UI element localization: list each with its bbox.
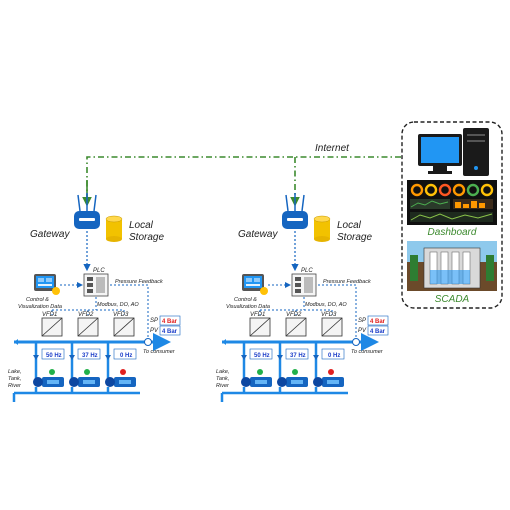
gateway-label: Gateway	[30, 229, 70, 240]
pump-2-status-indicator	[84, 369, 90, 375]
internet-label: Internet	[315, 143, 350, 154]
consumer-label: To consumer	[143, 349, 176, 355]
pump-3-status-indicator	[120, 369, 126, 375]
gateway-icon	[74, 193, 100, 229]
storage-icon	[313, 215, 331, 242]
source-label-line2: Tank,	[8, 376, 21, 382]
scada-label: SCADA	[435, 294, 470, 305]
pump-risers	[242, 342, 318, 382]
plc-icon	[291, 273, 317, 297]
pump-2-status-indicator	[292, 369, 298, 375]
pump-station-1: Gateway Local Storage PLC	[8, 193, 181, 402]
sp-value: 4 Bar	[162, 319, 178, 325]
vfd-3: VFD3	[321, 312, 343, 337]
frequency-boxes	[249, 348, 345, 360]
pressure-feedback-label: Pressure Feedback	[323, 279, 371, 285]
discharge-header	[222, 333, 379, 351]
storage-label-line1: Local	[129, 220, 154, 231]
control-bus	[51, 297, 125, 315]
hmi-label-line1: Control &	[26, 297, 49, 303]
source-label-line3: River	[8, 383, 22, 389]
vfd-2: VFD2	[77, 312, 99, 337]
sp-label: SP	[358, 318, 366, 324]
hmi-label-line2: Visualization Data	[18, 304, 62, 310]
pressure-feedback-label: Pressure Feedback	[115, 279, 163, 285]
pump-2-icon	[69, 377, 100, 387]
dashboard-label: Dashboard	[428, 227, 477, 238]
computer-icon	[418, 128, 489, 176]
hmi-panel-icon	[242, 274, 268, 295]
gateway-icon	[282, 193, 308, 229]
pump-3-icon	[105, 377, 136, 387]
pressure-gauge-icon	[352, 338, 360, 346]
bus-label: Modbus, DO, AO	[97, 302, 139, 308]
pump-3-icon	[313, 377, 344, 387]
suction-header	[220, 387, 348, 402]
vfd-3-label: VFD3	[113, 312, 129, 318]
vfd-2-frequency: 37 Hz	[82, 353, 98, 359]
scada-thumbnail	[407, 241, 497, 291]
vfd-2-label: VFD2	[286, 312, 302, 318]
pump-3-status-indicator	[328, 369, 334, 375]
vfd-2-label: VFD2	[78, 312, 94, 318]
vfd-3-frequency: 0 Hz	[120, 353, 132, 359]
plc-icon	[83, 273, 109, 297]
pv-label: PV	[150, 328, 159, 334]
hmi-label-line1: Control &	[234, 297, 257, 303]
hmi-label-line2: Visualization Data	[226, 304, 270, 310]
plc-label: PLC	[93, 268, 105, 274]
source-label-line1: Lake,	[216, 369, 229, 375]
frequency-boxes	[41, 348, 137, 360]
storage-label-line2: Storage	[337, 232, 372, 243]
vfd-1-frequency: 50 Hz	[46, 353, 62, 359]
check-valves	[33, 355, 111, 360]
pump-1-status-indicator	[257, 369, 263, 375]
control-bus	[259, 297, 333, 315]
pump-risers	[34, 342, 110, 382]
source-label-line1: Lake,	[8, 369, 21, 375]
pv-value: 4 Bar	[370, 329, 386, 335]
storage-icon	[105, 215, 123, 242]
pump-1-icon	[33, 377, 64, 387]
gateway-label: Gateway	[238, 229, 278, 240]
plc-label: PLC	[301, 268, 313, 274]
pv-label: PV	[358, 328, 367, 334]
check-valves	[241, 355, 319, 360]
consumer-label: To consumer	[351, 349, 384, 355]
vfd-3-label: VFD3	[321, 312, 337, 318]
vfd-3-frequency: 0 Hz	[328, 353, 340, 359]
pump-1-icon	[241, 377, 272, 387]
vfd-1-frequency: 50 Hz	[254, 353, 270, 359]
storage-label-line2: Storage	[129, 232, 164, 243]
pump-2-icon	[277, 377, 308, 387]
pressure-gauge-icon	[144, 338, 152, 346]
pump-station-2: Gateway Local Storage PLC Control &	[216, 193, 389, 402]
dashboard-thumbnail	[407, 180, 497, 225]
storage-label-line1: Local	[337, 220, 362, 231]
source-label-line3: River	[216, 383, 230, 389]
monitoring-panel: Dashboard SCADA	[401, 121, 503, 309]
vfd-1: VFD1	[249, 312, 271, 337]
suction-header	[12, 387, 140, 402]
vfd-1-label: VFD1	[42, 312, 57, 318]
source-label-line2: Tank,	[216, 376, 229, 382]
vfd-1-label: VFD1	[250, 312, 265, 318]
hmi-panel-icon	[34, 274, 60, 295]
internet-link	[82, 152, 415, 207]
bus-label: Modbus, DO, AO	[305, 302, 347, 308]
pump-1-status-indicator	[49, 369, 55, 375]
sp-label: SP	[150, 318, 158, 324]
discharge-header	[14, 333, 171, 351]
vfd-2-frequency: 37 Hz	[290, 353, 306, 359]
vfd-1: VFD1	[41, 312, 63, 337]
pv-value: 4 Bar	[162, 329, 178, 335]
vfd-3: VFD3	[113, 312, 135, 337]
sp-value: 4 Bar	[370, 319, 386, 325]
vfd-2: VFD2	[285, 312, 307, 337]
